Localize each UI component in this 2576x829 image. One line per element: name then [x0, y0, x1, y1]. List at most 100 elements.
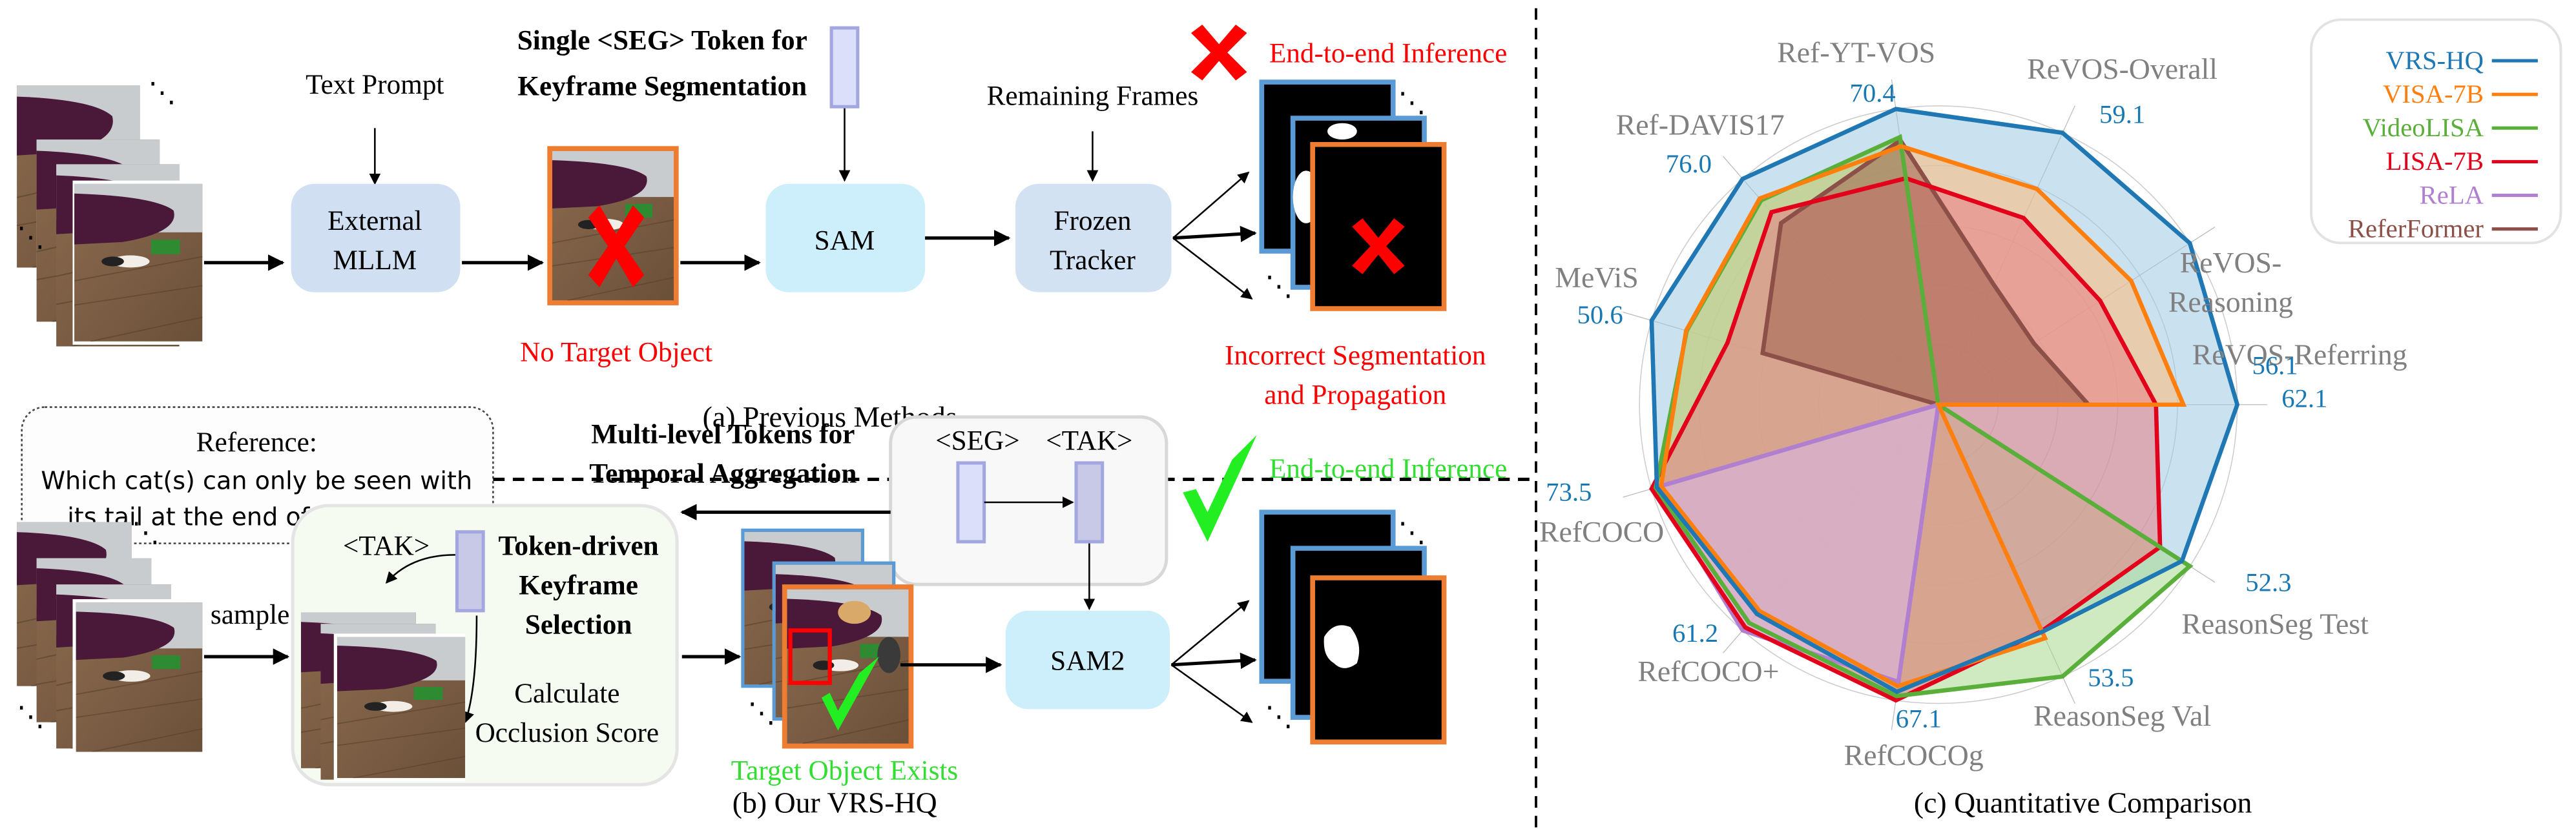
radar-chart: ReVOS-Referring62.1ReVOS-Reasoning56.1Re… — [1539, 36, 2407, 772]
series-line-videolisa — [1653, 134, 2194, 699]
axis-value-label: 62.1 — [2281, 384, 2327, 413]
sam-box — [765, 183, 926, 292]
panel-a-previous-methods: ⋱ ⋱ Text Prompt External MLLM No Target … — [17, 25, 1507, 433]
series-line-visa-7b — [1659, 144, 2187, 689]
ellipsis-icon: ⋱ — [17, 221, 45, 252]
frozen-tracker-label: Tracker — [1050, 245, 1136, 276]
series-area-referformer — [1762, 140, 2089, 405]
axis-value-label: 67.1 — [1896, 704, 1942, 733]
axis-label: RefCOCO — [1539, 515, 1664, 548]
red-x-icon — [1352, 218, 1405, 274]
sam-label: SAM — [815, 225, 875, 256]
seg-token-label: <SEG> — [935, 425, 1019, 456]
ellipsis-icon: ⋱ — [1265, 271, 1293, 302]
external-mllm-label: External — [327, 205, 422, 236]
axis-label: MeViS — [1555, 261, 1638, 294]
panel-b-vrs-hq: ⋱ ⋱ sample <TAK> Token-driven Keyframe S… — [17, 415, 1507, 819]
seg-token-icon — [956, 461, 986, 544]
axis-value-label: 59.1 — [2099, 100, 2145, 129]
tak-token-icon — [455, 530, 485, 613]
seg-token-icon — [829, 26, 860, 108]
radar-axis-labels: ReVOS-Referring62.1ReVOS-Reasoning56.1Re… — [1539, 36, 2407, 772]
series-area-rela — [1656, 404, 1938, 682]
series-line-rela — [1652, 402, 1941, 685]
legend-label: LISA-7B — [2386, 147, 2484, 176]
multi-level-tokens-title: Temporal Aggregation — [589, 458, 857, 489]
axis-label: RefCOCOg — [1844, 739, 1984, 772]
end-to-end-inference-yes: End-to-end Inference — [1269, 453, 1507, 484]
legend-label: ReLA — [2420, 180, 2484, 209]
axis-value-label: 50.6 — [1577, 300, 1623, 329]
axis-label: Ref-DAVIS17 — [1616, 108, 1785, 141]
series-line-vrs-hq — [1649, 107, 2240, 695]
sam2-box — [1005, 610, 1170, 710]
frozen-tracker-box — [1015, 183, 1172, 292]
axis-label: ReVOS-Referring — [2192, 338, 2407, 371]
target-object-exists-label: Target Object Exists — [731, 755, 958, 786]
sam2-label: SAM2 — [1050, 645, 1125, 676]
token-driven-label: Keyframe — [519, 569, 638, 600]
axis-value-label: 52.3 — [2245, 568, 2291, 597]
series-line-lisa-7b — [1649, 176, 2163, 703]
ellipsis-icon: ⋱ — [1265, 701, 1293, 732]
axis-value-label: 73.5 — [1546, 477, 1592, 506]
output-masks-a: ⋱ ⋱ — [1259, 79, 1447, 311]
token-driven-label: Token-driven — [499, 530, 659, 561]
ellipsis-icon: ⋱ — [1398, 87, 1426, 118]
multi-level-tokens-title: Multi-level Tokens for — [591, 418, 855, 449]
reference-text: Which cat(s) can only be seen with — [41, 467, 472, 495]
panel-b-caption: (b) Our VRS-HQ — [732, 786, 937, 819]
tak-token-label: <TAK> — [1046, 425, 1132, 456]
target-bounding-box — [788, 628, 832, 685]
output-masks-b: ⋱ ⋱ — [1259, 509, 1447, 745]
axis-value-label: 56.1 — [2252, 351, 2298, 380]
axis-label: ReasonSeg Val — [2033, 699, 2211, 732]
ellipsis-icon: ⋱ — [148, 77, 176, 108]
tak-label: <TAK> — [343, 530, 430, 561]
occlusion-score-label: Calculate — [514, 678, 619, 709]
legend-label: VISA-7B — [2383, 79, 2484, 108]
legend-label: ReferFormer — [2348, 214, 2484, 243]
axis-value-label: 53.5 — [2088, 663, 2134, 692]
green-check-icon — [821, 657, 879, 731]
frozen-tracker-label: Frozen — [1054, 205, 1131, 236]
ellipsis-icon: ⋱ — [1398, 517, 1426, 548]
incorrect-segmentation-label: and Propagation — [1264, 379, 1446, 410]
ellipsis-icon: ⋱ — [747, 698, 775, 729]
green-check-icon — [1183, 435, 1257, 542]
axis-label: ReVOS- — [2180, 246, 2282, 279]
seg-token-title: Keyframe Segmentation — [517, 70, 807, 101]
legend: VRS-HQ VISA-7B VideoLISA LISA-7B ReLA ReferFo… — [2310, 18, 2562, 245]
external-mllm-box — [291, 183, 461, 292]
axis-value-label: 76.0 — [1666, 149, 1712, 178]
axis-value-label: 70.4 — [1850, 79, 1896, 108]
reference-title: Reference: — [196, 427, 317, 458]
axis-label: ReasonSeg Test — [2181, 607, 2369, 640]
ellipsis-icon: ⋱ — [132, 517, 160, 548]
tak-token-icon — [1074, 461, 1105, 544]
axis-label: Reasoning — [2168, 285, 2293, 318]
remaining-frames-label: Remaining Frames — [987, 81, 1199, 112]
axis-label: RefCOCO+ — [1637, 655, 1779, 688]
legend-label: VideoLISA — [2363, 113, 2484, 142]
input-video-frames-a: ⋱ ⋱ — [17, 77, 203, 347]
text-prompt-label: Text Prompt — [306, 69, 444, 100]
axis-label: Ref-YT-VOS — [1777, 36, 1935, 69]
red-x-icon — [588, 205, 645, 287]
axis-value-label: 61.2 — [1672, 619, 1718, 648]
radar-series — [1649, 107, 2240, 703]
occlusion-score-label: Occlusion Score — [475, 717, 659, 748]
external-mllm-label: MLLM — [333, 245, 417, 276]
legend-label: VRS-HQ — [2386, 46, 2484, 75]
sample-label: sample — [211, 599, 289, 630]
no-target-object-label: No Target Object — [520, 336, 712, 367]
series-line-referformer — [1760, 137, 2093, 407]
input-video-frames-b: ⋱ ⋱ — [17, 517, 204, 755]
end-to-end-inference-no: End-to-end Inference — [1269, 38, 1507, 69]
target-keyframes: ⋱ — [741, 528, 914, 749]
axis-label: ReVOS-Overall — [2027, 52, 2218, 85]
incorrect-segmentation-label: Incorrect Segmentation — [1225, 340, 1486, 371]
ellipsis-icon: ⋱ — [17, 701, 45, 732]
red-x-icon — [1190, 25, 1247, 81]
